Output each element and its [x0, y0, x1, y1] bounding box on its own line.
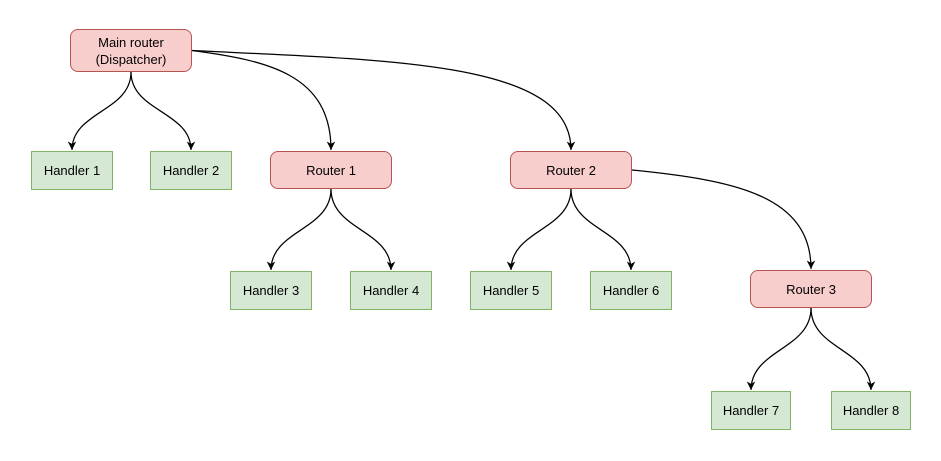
edge-r2-to-h6 — [570, 188, 636, 271]
node-label: Handler 1 — [43, 163, 101, 178]
node-label: Handler 4 — [362, 283, 420, 298]
node-h3: Handler 3 — [230, 271, 312, 310]
node-h2: Handler 2 — [150, 151, 232, 190]
edge-r1-to-h3 — [266, 188, 332, 271]
edge-r2-to-h5 — [506, 188, 572, 271]
node-label: Handler 7 — [722, 403, 780, 418]
node-label: Handler 5 — [482, 283, 540, 298]
node-h7: Handler 7 — [711, 391, 791, 430]
node-main: Main router (Dispatcher) — [70, 29, 192, 72]
node-label: Router 3 — [786, 281, 836, 297]
node-h4: Handler 4 — [350, 271, 432, 310]
node-h5: Handler 5 — [470, 271, 552, 310]
node-label: Router 1 — [306, 162, 356, 178]
edge-main-to-h1 — [67, 71, 132, 151]
node-label: Handler 8 — [842, 403, 900, 418]
edge-main-to-r2 — [191, 49, 576, 151]
edge-r3-to-h7 — [746, 307, 812, 391]
node-h1: Handler 1 — [31, 151, 113, 190]
edge-main-to-r1 — [191, 49, 336, 151]
node-label: Handler 2 — [162, 163, 220, 178]
edge-r2-to-r3 — [631, 169, 816, 270]
node-r2: Router 2 — [510, 151, 632, 189]
node-h8: Handler 8 — [831, 391, 911, 430]
node-label: Handler 6 — [602, 283, 660, 298]
node-label: Router 2 — [546, 162, 596, 178]
node-r3: Router 3 — [750, 270, 872, 308]
node-h6: Handler 6 — [590, 271, 672, 310]
edge-r3-to-h8 — [810, 307, 876, 391]
edge-r1-to-h4 — [330, 188, 396, 271]
node-label: Main router (Dispatcher) — [95, 34, 167, 67]
edge-main-to-h2 — [130, 71, 196, 151]
node-r1: Router 1 — [270, 151, 392, 189]
node-label: Handler 3 — [242, 283, 300, 298]
